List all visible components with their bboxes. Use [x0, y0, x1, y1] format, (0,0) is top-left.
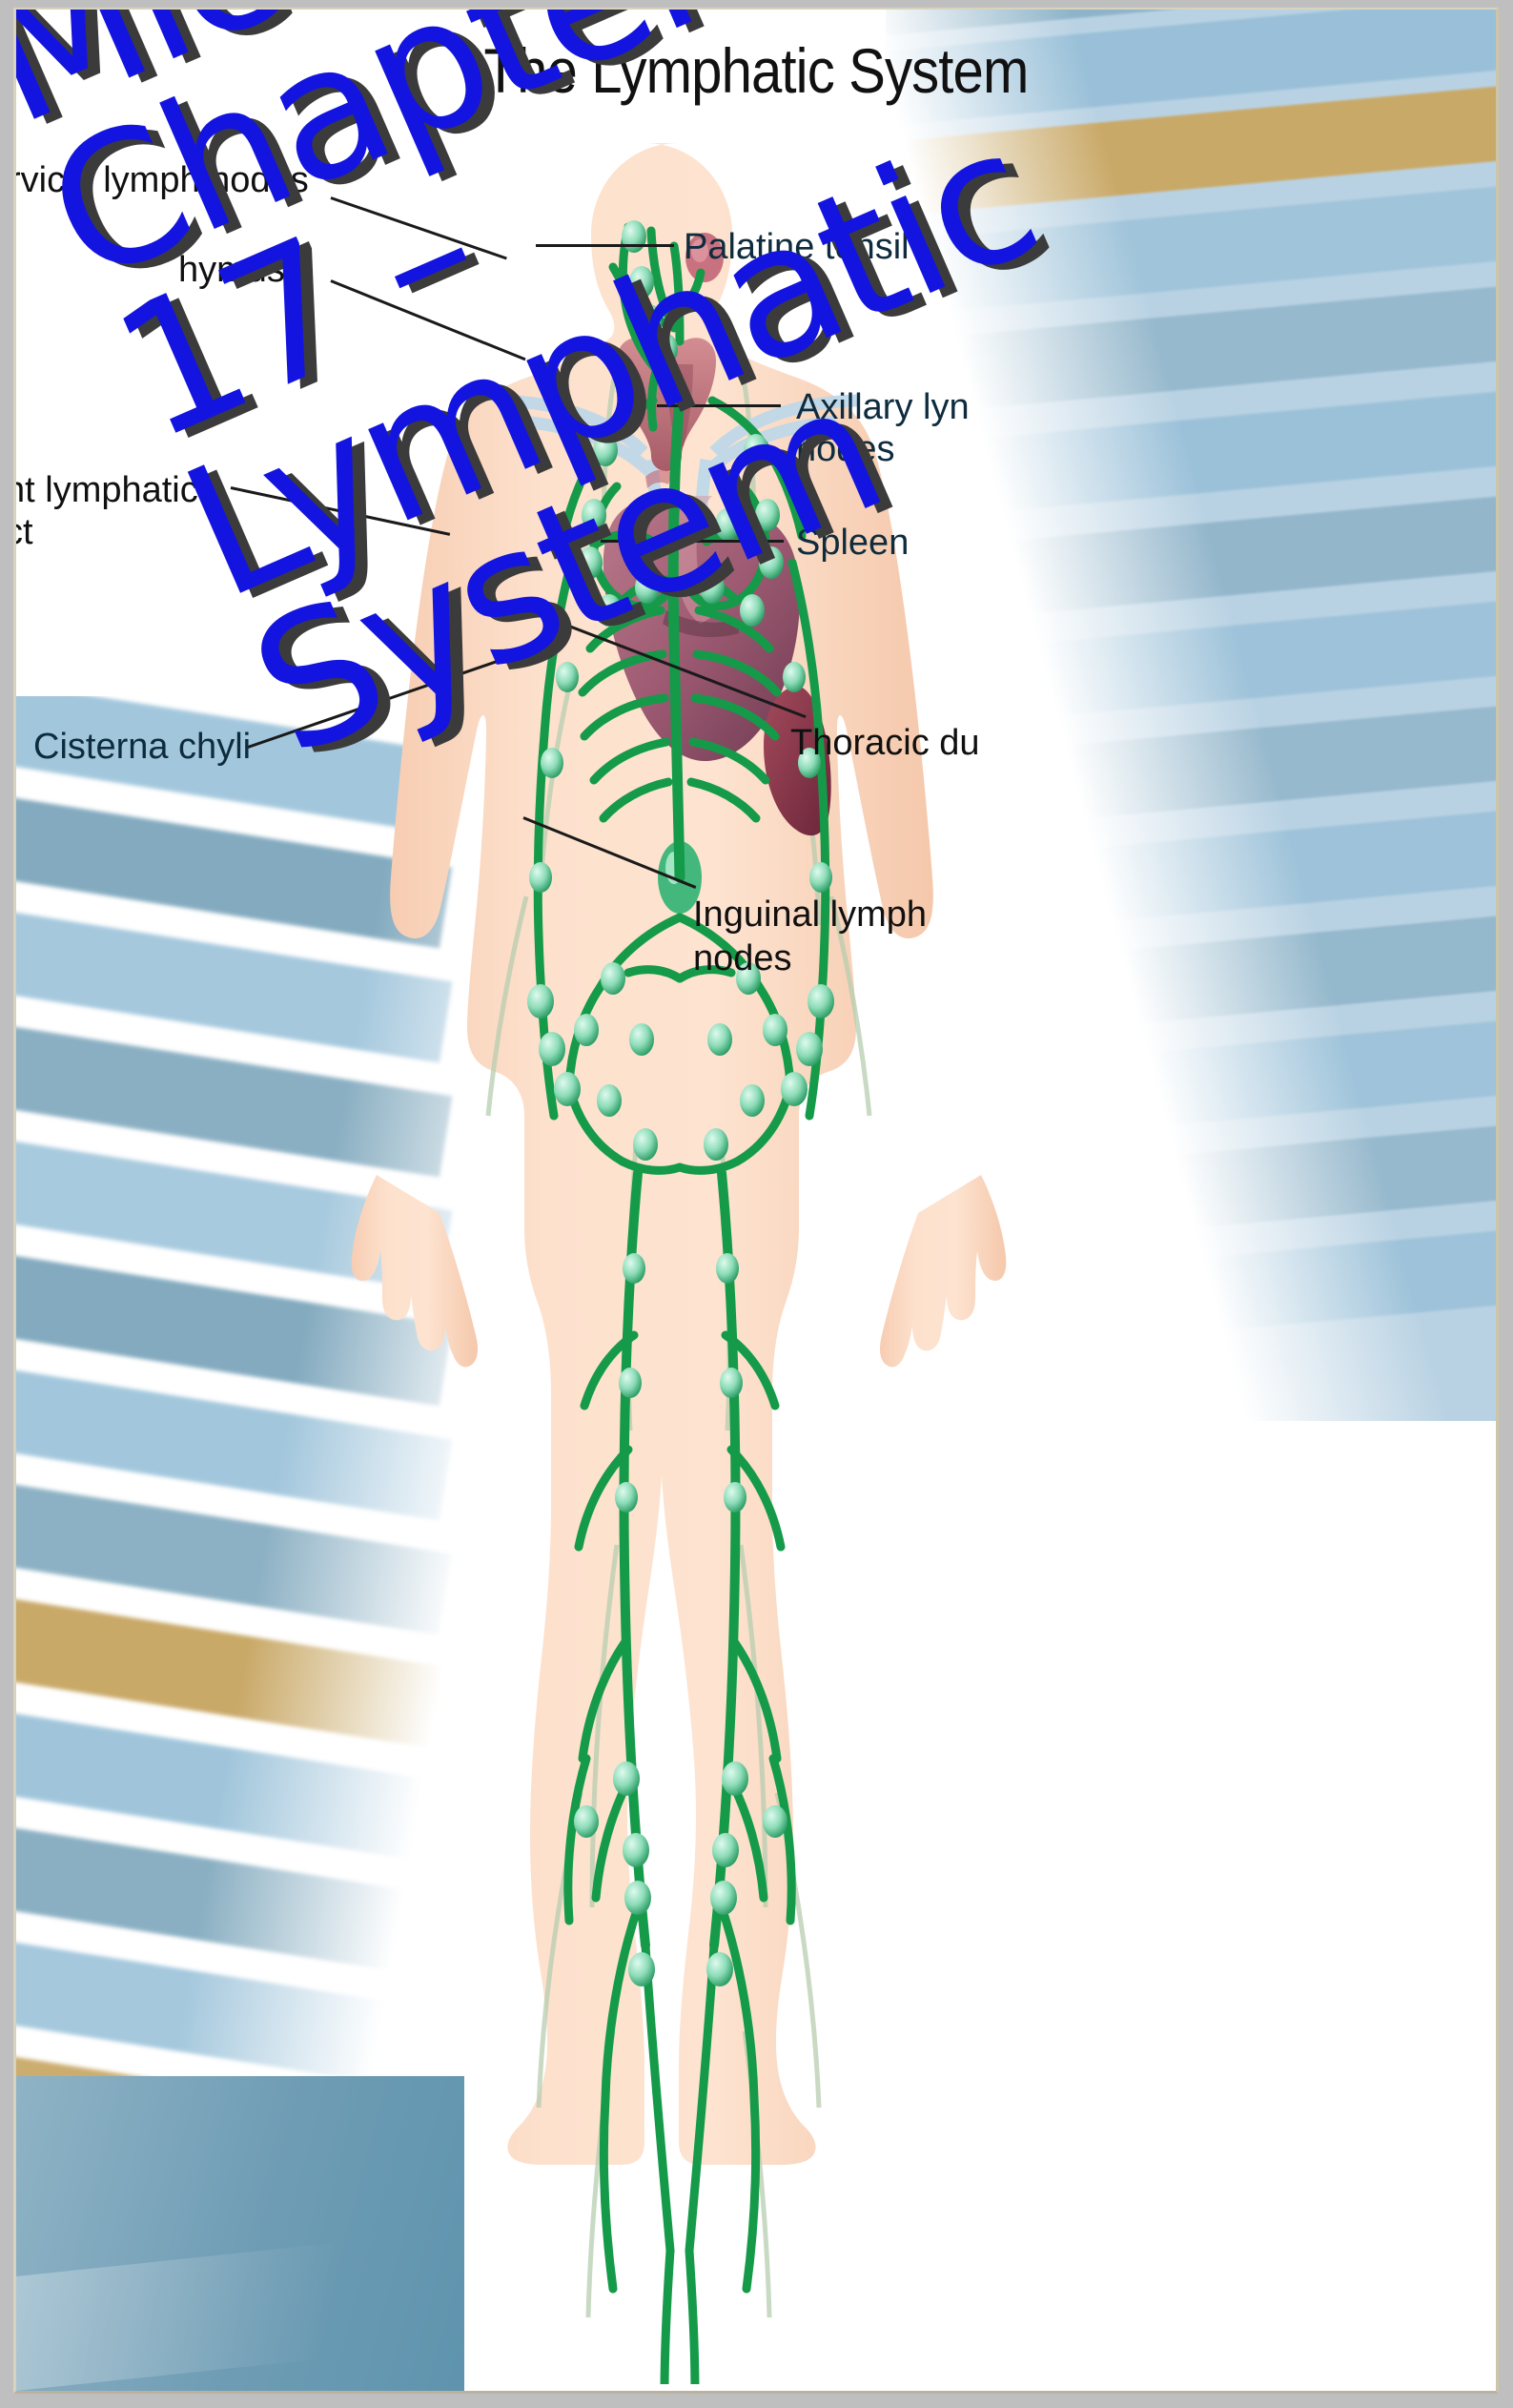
palatine-tonsil-organ — [685, 233, 724, 282]
label-axillary-lymph-nodes: Axillary lyn — [796, 387, 970, 427]
label-thymus: hymus — [178, 250, 285, 290]
lymphatic-system-diagram — [331, 114, 1027, 2384]
label-palatine-tonsil: Palatine tonsil — [684, 227, 910, 267]
label-cervical-lymph-nodes: rvical lymph nodes — [13, 160, 309, 200]
label-right-lymphatic-duct: ht lymphatic — [13, 470, 198, 510]
label-axillary-lymph-nodes-2: nodes — [796, 429, 895, 469]
label-inguinal-lymph-nodes-2: nodes — [693, 938, 792, 978]
leader-spleen — [601, 540, 784, 543]
label-thoracic-duct: Thoracic du — [790, 723, 980, 763]
body-silhouette — [390, 143, 933, 2165]
bottom-blue-block — [16, 2076, 464, 2391]
label-spleen: Spleen — [796, 523, 910, 563]
lymph-nodes — [527, 220, 834, 1986]
leader-tonsil — [536, 244, 674, 247]
label-right-lymphatic-duct-2: ct — [16, 512, 33, 552]
label-cisterna-chyli: Cisterna chyli — [33, 727, 252, 767]
leader-axillary — [657, 404, 781, 407]
label-inguinal-lymph-nodes: Inguinal lymph — [693, 895, 928, 935]
hands — [351, 1175, 1007, 1368]
body-svg — [351, 143, 1007, 2384]
cover-card: The Lymphatic System — [13, 8, 1499, 2394]
page-title: The Lymphatic System — [483, 35, 1030, 106]
